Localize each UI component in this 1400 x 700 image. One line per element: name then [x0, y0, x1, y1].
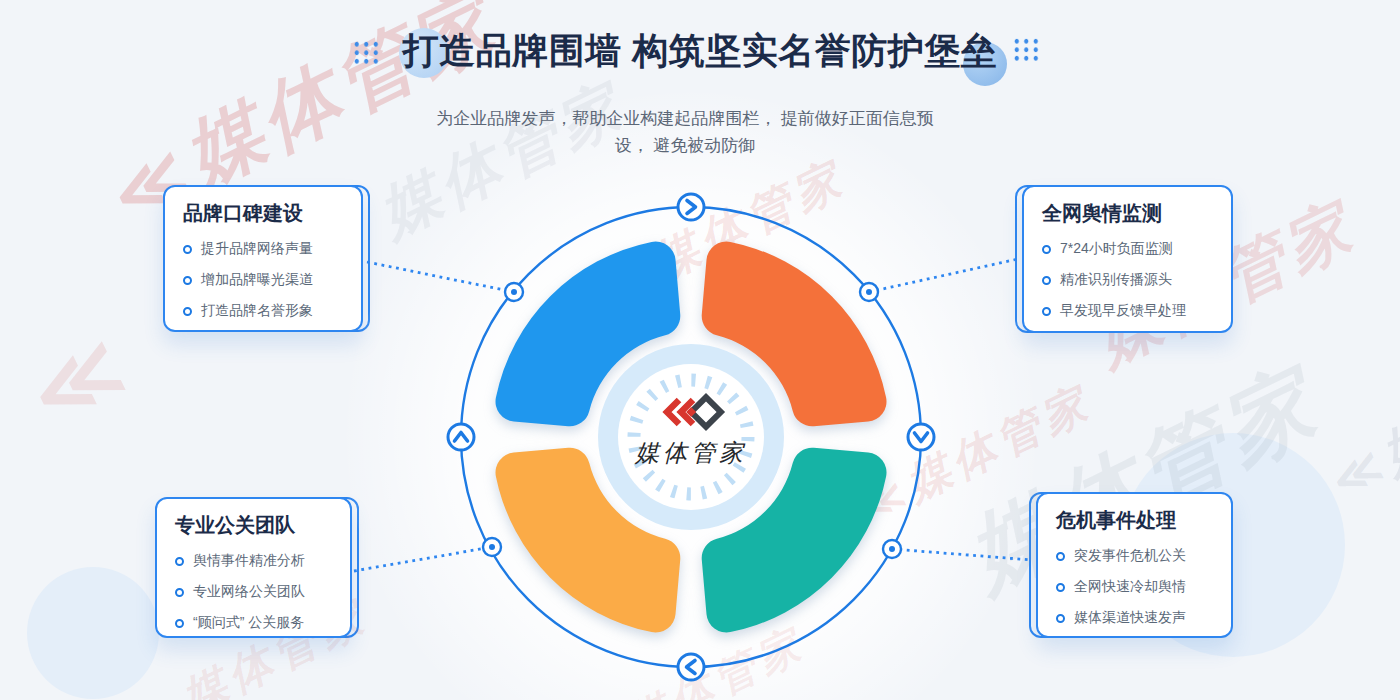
card-title: 品牌口碑建设	[183, 200, 343, 227]
bullet-icon	[183, 245, 192, 254]
bullet-icon	[1056, 583, 1065, 592]
ring-dot	[483, 538, 501, 556]
connector-top-right	[869, 259, 1018, 292]
card-item: 提升品牌网络声量	[183, 240, 343, 258]
connector-bottom-left	[354, 547, 492, 571]
bullet-icon	[175, 557, 184, 566]
bullet-icon	[183, 307, 192, 316]
chevron-button-left[interactable]	[448, 424, 474, 450]
center-logo-text: 媒体管家	[634, 439, 747, 467]
bullet-icon	[175, 588, 184, 597]
card-item: “顾问式” 公关服务	[175, 614, 332, 632]
chevron-button-right[interactable]	[908, 424, 934, 450]
card-item: 增加品牌曝光渠道	[183, 271, 343, 289]
bullet-icon	[1042, 245, 1051, 254]
card-title: 专业公关团队	[175, 512, 332, 539]
card-item: 早发现早反馈早处理	[1042, 302, 1213, 320]
card-pr-team: 专业公关团队 舆情事件精准分析 专业网络公关团队 “顾问式” 公关服务	[155, 497, 352, 638]
chevron-button-top[interactable]	[678, 194, 704, 220]
card-item: 媒体渠道快速发声	[1056, 609, 1213, 627]
ring-dot	[505, 283, 523, 301]
bullet-icon	[1056, 552, 1065, 561]
card-sentiment-monitoring: 全网舆情监测 7*24小时负面监测 精准识别传播源头 早发现早反馈早处理	[1022, 185, 1233, 333]
card-brand-reputation: 品牌口碑建设 提升品牌网络声量 增加品牌曝光渠道 打造品牌名誉形象	[163, 185, 363, 332]
card-item: 打造品牌名誉形象	[183, 302, 343, 320]
ring-dot	[860, 283, 878, 301]
bullet-icon	[1042, 276, 1051, 285]
card-crisis-handling: 危机事件处理 突发事件危机公关 全网快速冷却舆情 媒体渠道快速发声	[1036, 492, 1233, 638]
bullet-icon	[1042, 307, 1051, 316]
card-item: 突发事件危机公关	[1056, 547, 1213, 565]
card-item: 精准识别传播源头	[1042, 271, 1213, 289]
bullet-icon	[175, 619, 184, 628]
card-title: 危机事件处理	[1056, 507, 1213, 534]
card-title: 全网舆情监测	[1042, 200, 1213, 227]
connector-top-left	[367, 262, 514, 292]
bullet-icon	[183, 276, 192, 285]
ring-dot	[883, 540, 901, 558]
connector-bottom-right	[892, 549, 1032, 560]
bullet-icon	[1056, 614, 1065, 623]
card-item: 全网快速冷却舆情	[1056, 578, 1213, 596]
card-item: 专业网络公关团队	[175, 583, 332, 601]
chevron-button-bottom[interactable]	[678, 654, 704, 680]
card-item: 7*24小时负面监测	[1042, 240, 1213, 258]
card-item: 舆情事件精准分析	[175, 552, 332, 570]
